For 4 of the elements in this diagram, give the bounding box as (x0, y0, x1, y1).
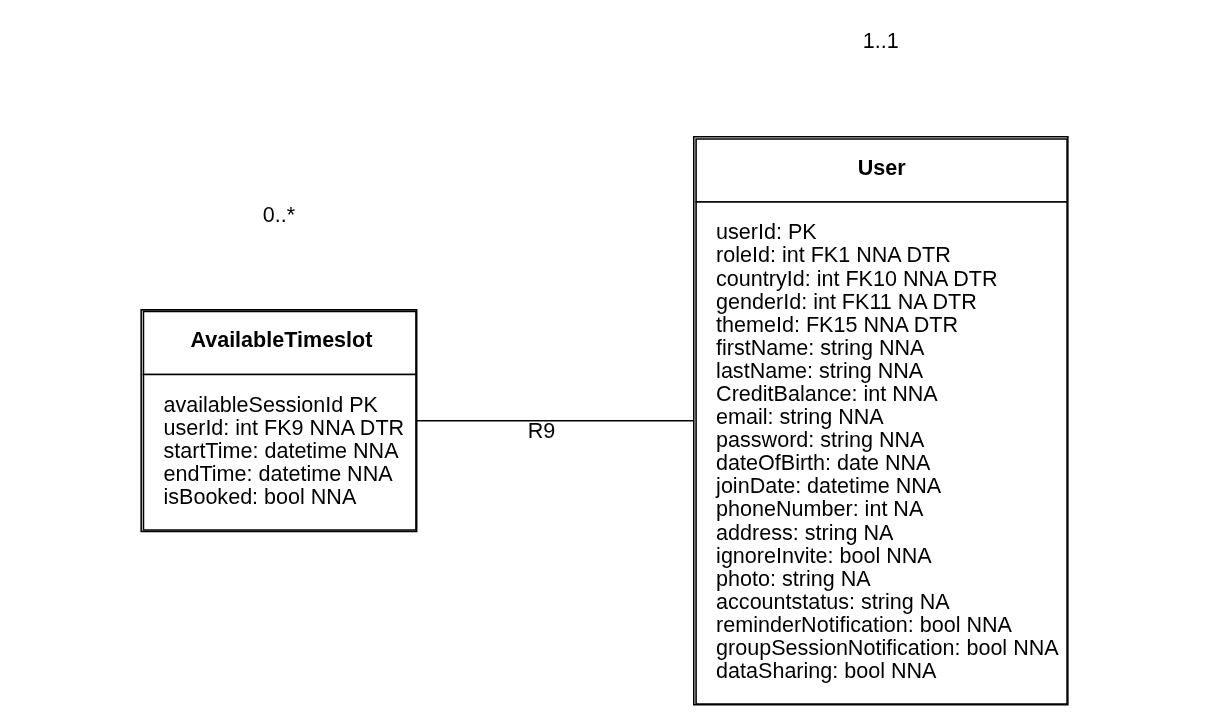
edge-label: R9 (527, 417, 556, 443)
connector (416, 419, 695, 422)
label: 0..* (262, 201, 296, 227)
label: 1..1 (862, 27, 899, 53)
